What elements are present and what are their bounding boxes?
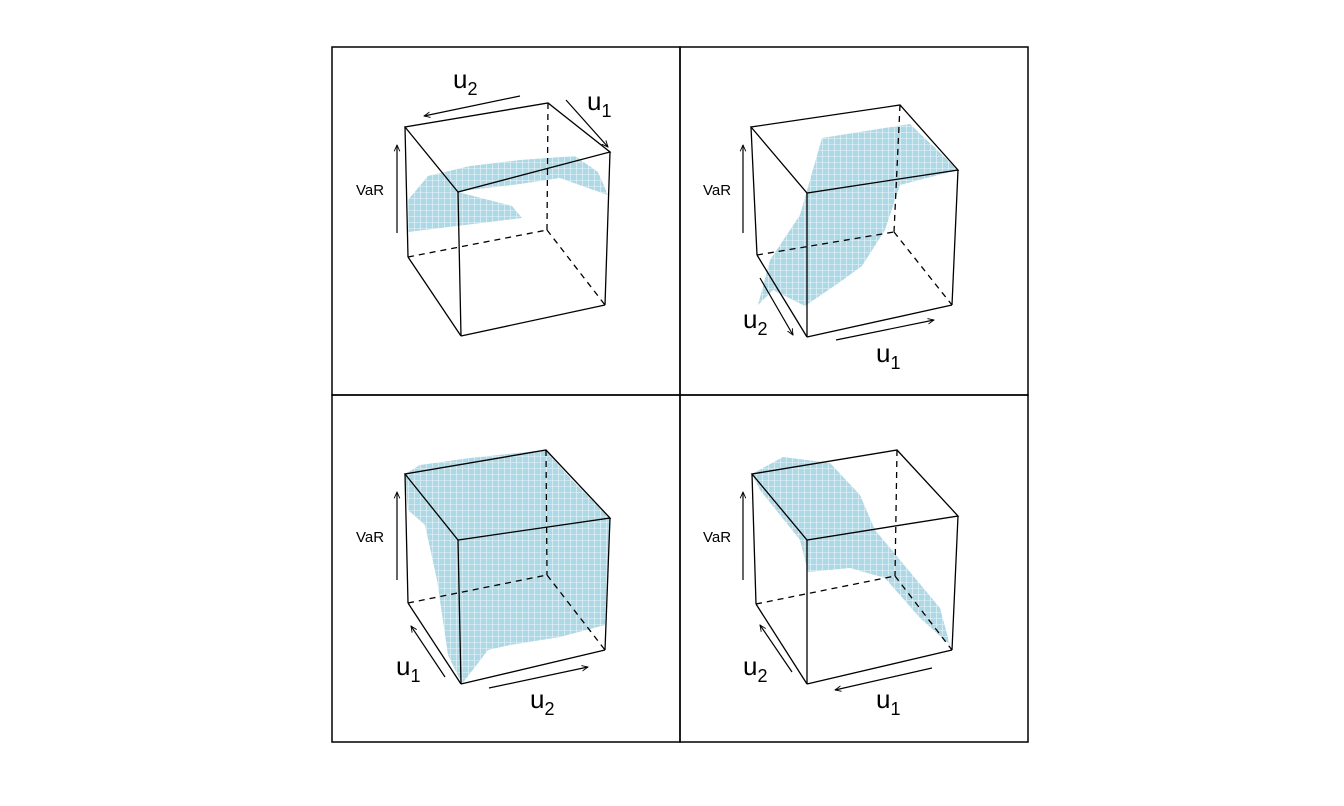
axis-label: u2	[743, 651, 767, 686]
zlabel: VaR	[356, 182, 384, 199]
axis-label: u1	[876, 338, 900, 373]
axis-label-sub: 2	[467, 79, 477, 99]
axis-label-base: u	[876, 684, 890, 714]
panel-2: VaR u2 u1	[679, 46, 1029, 396]
axis-label: u2	[530, 684, 554, 719]
axis-label-sub: 1	[410, 666, 420, 686]
axis-label: u2	[453, 64, 477, 99]
zlabel: VaR	[356, 529, 384, 546]
axis-label-sub: 1	[890, 353, 900, 373]
panel-1: VaR u2 u1	[331, 46, 681, 396]
zlabel: VaR	[703, 529, 731, 546]
axis-label-base: u	[743, 304, 757, 334]
axis-label-base: u	[876, 338, 890, 368]
axis-label: u1	[587, 86, 611, 121]
axis-label-base: u	[453, 64, 467, 94]
surface	[752, 457, 950, 645]
surface	[758, 124, 958, 306]
axis-label-sub: 2	[757, 319, 767, 339]
axis-label-sub: 1	[890, 699, 900, 719]
axis-label-sub: 2	[757, 666, 767, 686]
axis-label-sub: 1	[601, 101, 611, 121]
surface	[405, 450, 610, 684]
bounding-box	[750, 449, 960, 685]
axis-arrows	[743, 492, 933, 690]
axis-label-sub: 2	[544, 699, 554, 719]
bounding-box	[749, 104, 960, 338]
panel-4: VaR u2 u1	[679, 394, 1029, 743]
axis-label-base: u	[743, 651, 757, 681]
panel-frame	[679, 394, 1029, 743]
axis-arrows	[397, 95, 608, 233]
axis-label-base: u	[587, 86, 601, 116]
bounding-box	[403, 449, 612, 685]
zlabel: VaR	[703, 182, 731, 199]
axis-label-base: u	[396, 651, 410, 681]
axis-label: u1	[396, 651, 420, 686]
axis-arrows	[397, 492, 588, 689]
bounding-box	[403, 102, 612, 337]
panel-3: VaR u1 u2	[331, 394, 681, 743]
axis-label-base: u	[530, 684, 544, 714]
axis-arrows	[743, 145, 934, 341]
axis-label: u1	[876, 684, 900, 719]
axis-label: u2	[743, 304, 767, 339]
